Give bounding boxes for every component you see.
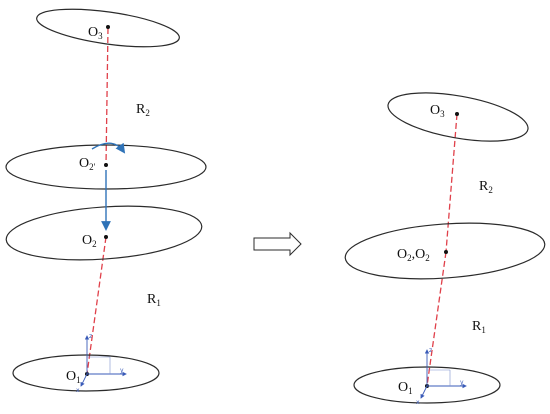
left-ring-o1 — [12, 354, 160, 392]
left-label-o2: O2 — [82, 233, 97, 249]
right-label-r2: R2 — [479, 179, 493, 195]
right-ring-o2 — [344, 222, 546, 280]
right-label-o3: O3 — [430, 103, 445, 119]
right-point-o3 — [455, 112, 459, 116]
left-label-o1: O1 — [66, 369, 81, 385]
left-frame-z-label: z — [89, 333, 92, 340]
right-frame-y-label: y — [460, 379, 464, 386]
right-frame-z-label: z — [429, 347, 432, 354]
left-label-r1: R1 — [147, 292, 161, 308]
rotation-arrow-icon — [91, 142, 126, 154]
right-ring-o3 — [387, 92, 529, 142]
left-point-o2prime — [104, 163, 108, 167]
left-axis-o3-o2p — [105, 27, 109, 166]
left-ring-o2 — [5, 205, 203, 261]
right-axis-o3-o2 — [445, 113, 458, 253]
right-diagram: z y x O3 R2 O2,O2 R1 O1 — [344, 92, 546, 406]
right-label-o2o2: O2,O2 — [397, 247, 430, 263]
right-label-o1: O1 — [398, 380, 413, 396]
left-frame-x-label: x — [76, 387, 80, 394]
left-label-o2prime: O2' — [79, 156, 96, 172]
right-axis-o2-o1 — [426, 251, 447, 387]
left-point-o2 — [104, 235, 108, 239]
left-point-o3 — [106, 25, 110, 29]
left-axis-o2-o1 — [86, 236, 107, 375]
left-label-r2: R2 — [136, 102, 150, 118]
right-point-o2 — [444, 250, 448, 254]
left-ring-o3 — [36, 8, 180, 48]
left-label-o3: O3 — [88, 25, 103, 41]
right-frame-icon: z y x — [416, 347, 467, 406]
left-frame-y-label: y — [120, 367, 124, 374]
left-diagram: z y x O3 R2 O2' O2 R1 O1 — [5, 8, 207, 394]
right-label-r1: R1 — [472, 319, 486, 335]
right-arrow-icon — [253, 231, 302, 257]
right-frame-x-label: x — [416, 399, 420, 406]
left-frame-icon: z y x — [76, 333, 127, 394]
